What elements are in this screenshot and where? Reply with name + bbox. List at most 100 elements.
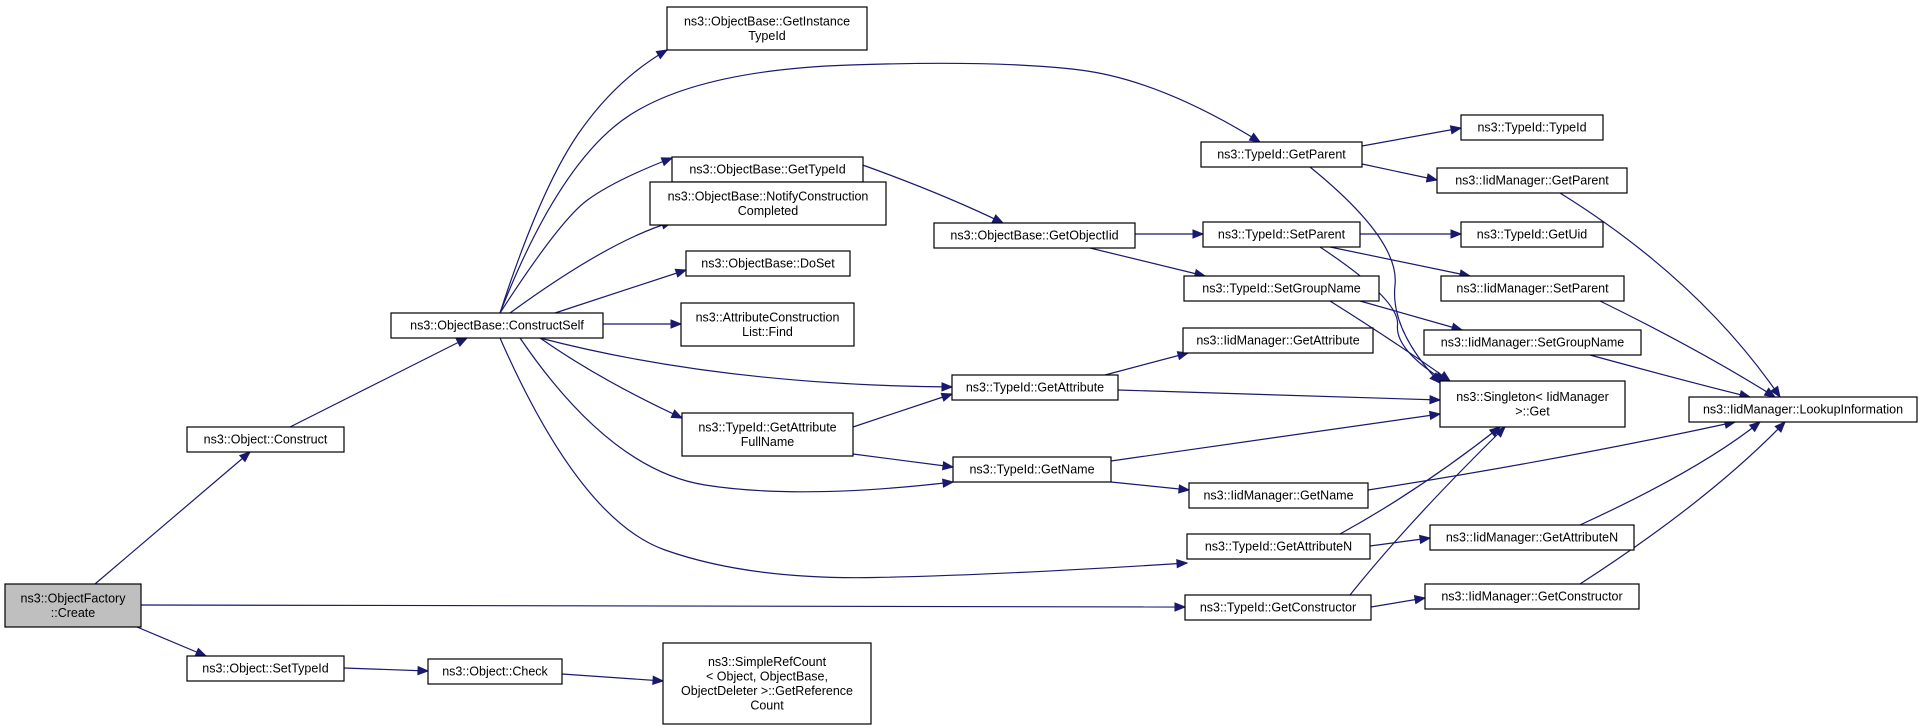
- node-getattribute[interactable]: ns3::TypeId::GetAttribute: [951, 374, 1119, 401]
- node-label-line: ns3::ObjectBase::GetInstance: [684, 14, 850, 28]
- node-label-line: ns3::IidManager::GetAttributeN: [1446, 531, 1618, 545]
- node-constructself[interactable]: ns3::ObjectBase::ConstructSelf: [390, 312, 604, 339]
- edge-arrowhead: [652, 675, 665, 686]
- node-label-line: ns3::TypeId::GetUid: [1477, 228, 1588, 242]
- edge-arrowhead: [194, 647, 208, 657]
- node-construct[interactable]: ns3::Object::Construct: [186, 426, 345, 453]
- edge-arrowhead: [1428, 410, 1442, 421]
- node-setparent[interactable]: ns3::TypeId::SetParent: [1202, 221, 1361, 248]
- node-box: [1460, 221, 1604, 248]
- edge-getattributefullname-to-getattribute: [852, 392, 954, 428]
- node-iid-getattribute[interactable]: ns3::IidManager::GetAttribute: [1182, 327, 1374, 354]
- edge-line: [343, 667, 429, 672]
- edge-line: [94, 451, 251, 585]
- node-iid-getconstructor[interactable]: ns3::IidManager::GetConstructor: [1424, 583, 1640, 610]
- edge-line: [1104, 352, 1189, 376]
- node-label-line: ns3::IidManager::GetAttribute: [1196, 334, 1359, 348]
- edge-arrowhead: [1763, 387, 1777, 398]
- edge-arrowhead: [1413, 595, 1427, 605]
- node-getuid[interactable]: ns3::TypeId::GetUid: [1460, 221, 1604, 248]
- node-gettypeid[interactable]: ns3::ObjectBase::GetTypeId: [671, 156, 864, 183]
- edge-constructself-to-getparent: [499, 62, 1262, 314]
- edge-arrowhead: [1450, 229, 1463, 239]
- node-check[interactable]: ns3::Object::Check: [427, 658, 563, 685]
- node-box: [1184, 594, 1372, 621]
- node-notifyconstruction[interactable]: ns3::ObjectBase::NotifyConstructionCompl…: [649, 181, 887, 226]
- edge-line: [1361, 163, 1438, 181]
- edge-getattributen-to-iid_getattributen: [1369, 534, 1432, 547]
- edge-line: [499, 157, 673, 314]
- node-lookupinformation[interactable]: ns3::IidManager::LookupInformation: [1688, 396, 1918, 423]
- node-label-line: ns3::TypeId::GetAttribute: [966, 381, 1104, 395]
- node-label-line: ns3::TypeId::GetParent: [1217, 148, 1346, 162]
- node-simplerefcount[interactable]: ns3::SimpleRefCount< Object, ObjectBase,…: [662, 642, 872, 725]
- edge-getname-to-iid_getname: [1110, 481, 1191, 494]
- node-label-line: ns3::AttributeConstruction: [696, 310, 840, 324]
- edge-arrowhead: [1248, 132, 1262, 143]
- edge-arrowhead: [660, 157, 674, 167]
- node-label-line: ns3::ObjectBase::GetTypeId: [689, 163, 845, 177]
- node-label-line: ns3::ObjectBase::NotifyConstruction: [668, 189, 869, 203]
- node-label-line: List::Find: [742, 325, 793, 339]
- node-getparent[interactable]: ns3::TypeId::GetParent: [1200, 141, 1363, 168]
- edge-line: [1589, 354, 1751, 398]
- node-iid-getparent[interactable]: ns3::IidManager::GetParent: [1436, 167, 1628, 194]
- edge-line: [1339, 426, 1501, 535]
- edge-arrowhead: [1429, 394, 1442, 405]
- edge-line: [1089, 247, 1206, 277]
- edge-arrowhead: [942, 478, 955, 488]
- node-box: [1460, 114, 1604, 141]
- node-getattributen[interactable]: ns3::TypeId::GetAttributeN: [1186, 533, 1371, 560]
- node-iid-setgroupname[interactable]: ns3::IidManager::SetGroupName: [1423, 329, 1642, 356]
- node-getconstructor[interactable]: ns3::TypeId::GetConstructor: [1184, 594, 1372, 621]
- node-box: [649, 181, 887, 226]
- edge-iid_getparent-to-lookupinformation: [1559, 192, 1781, 399]
- node-create[interactable]: ns3::ObjectFactory::Create: [4, 583, 142, 628]
- node-label-line: FullName: [741, 435, 795, 449]
- node-label-line: ns3::Singleton< IidManager: [1456, 390, 1609, 404]
- node-setgroupname[interactable]: ns3::TypeId::SetGroupName: [1183, 275, 1380, 302]
- node-getobjectiid[interactable]: ns3::ObjectBase::GetObjectIid: [933, 222, 1136, 249]
- node-box: [685, 250, 851, 277]
- node-label-line: ns3::TypeId::GetConstructor: [1200, 601, 1356, 615]
- node-getname[interactable]: ns3::TypeId::GetName: [952, 456, 1112, 483]
- node-box: [1423, 329, 1642, 356]
- node-singleton-get[interactable]: ns3::Singleton< IidManager>::Get: [1439, 380, 1626, 428]
- node-iid-getattributen[interactable]: ns3::IidManager::GetAttributeN: [1429, 524, 1635, 551]
- edge-arrowhead: [238, 451, 252, 463]
- edge-arrowhead: [670, 409, 684, 419]
- node-iid-setparent[interactable]: ns3::IidManager::SetParent: [1440, 275, 1625, 302]
- node-label-line: ns3::TypeId::TypeId: [1477, 121, 1586, 135]
- edge-line: [509, 221, 673, 314]
- edge-constructself-to-getattributefullname: [539, 337, 684, 419]
- node-box: [1202, 221, 1361, 248]
- edge-line: [1329, 300, 1451, 382]
- node-doset[interactable]: ns3::ObjectBase::DoSet: [685, 250, 851, 277]
- node-box: [1186, 533, 1371, 560]
- edge-arrowhead: [1774, 421, 1786, 433]
- edge-line: [1110, 481, 1190, 491]
- edge-line: [852, 393, 953, 428]
- node-label-line: ns3::IidManager::SetParent: [1456, 282, 1609, 296]
- edge-getattribute-to-singleton_get: [1117, 389, 1442, 405]
- edge-arrowhead: [1176, 558, 1189, 569]
- edge-arrowhead: [417, 665, 430, 676]
- node-iid-getname[interactable]: ns3::IidManager::GetName: [1188, 482, 1369, 509]
- edge-getconstructor-to-iid_getconstructor: [1370, 595, 1427, 608]
- node-label-line: Count: [750, 698, 784, 712]
- node-box: [680, 302, 855, 347]
- node-typeid-ctor[interactable]: ns3::TypeId::TypeId: [1460, 114, 1604, 141]
- node-label-line: ns3::IidManager::LookupInformation: [1703, 403, 1903, 417]
- node-label-line: ns3::ObjectBase::ConstructSelf: [410, 319, 584, 333]
- edge-check-to-simplerefcount: [561, 673, 665, 686]
- edge-line: [1349, 426, 1506, 596]
- node-settypeid[interactable]: ns3::Object::SetTypeId: [186, 655, 345, 682]
- edge-iid_setparent-to-lookupinformation: [1599, 300, 1777, 398]
- edge-line: [1579, 421, 1761, 526]
- edge-line: [1329, 246, 1471, 277]
- edge-getparent-to-typeid_ctor: [1361, 125, 1463, 147]
